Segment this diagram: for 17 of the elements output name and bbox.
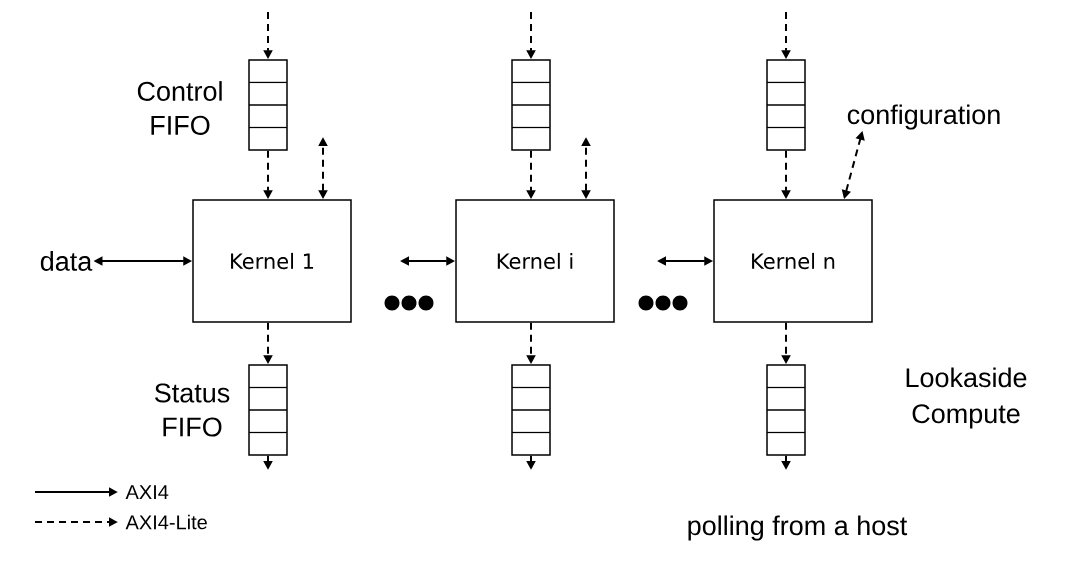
- legend-text: AXI4: [125, 485, 169, 499]
- port-label: configuration: [847, 104, 1000, 130]
- fifo-queue: [511, 364, 551, 456]
- annotation-text: polling from a host: [688, 515, 908, 541]
- kernel-box: Kernel n: [713, 199, 873, 323]
- fifo-label: Status FIFO: [154, 383, 230, 437]
- fifo-queue: [766, 59, 806, 151]
- kernel-box: Kernel i: [455, 199, 615, 323]
- fifo-label: Control FIFO: [137, 81, 222, 135]
- annotation-text: Lookaside Compute: [906, 367, 1027, 429]
- fifo-queue: [766, 364, 806, 456]
- port-label: data: [40, 251, 93, 271]
- legend-text: AXI4-Lite: [125, 514, 207, 530]
- fifo-queue: [248, 59, 288, 151]
- fifo-queue: [248, 364, 288, 456]
- kernel-box: Kernel 1: [192, 199, 352, 323]
- fifo-queue: [511, 59, 551, 151]
